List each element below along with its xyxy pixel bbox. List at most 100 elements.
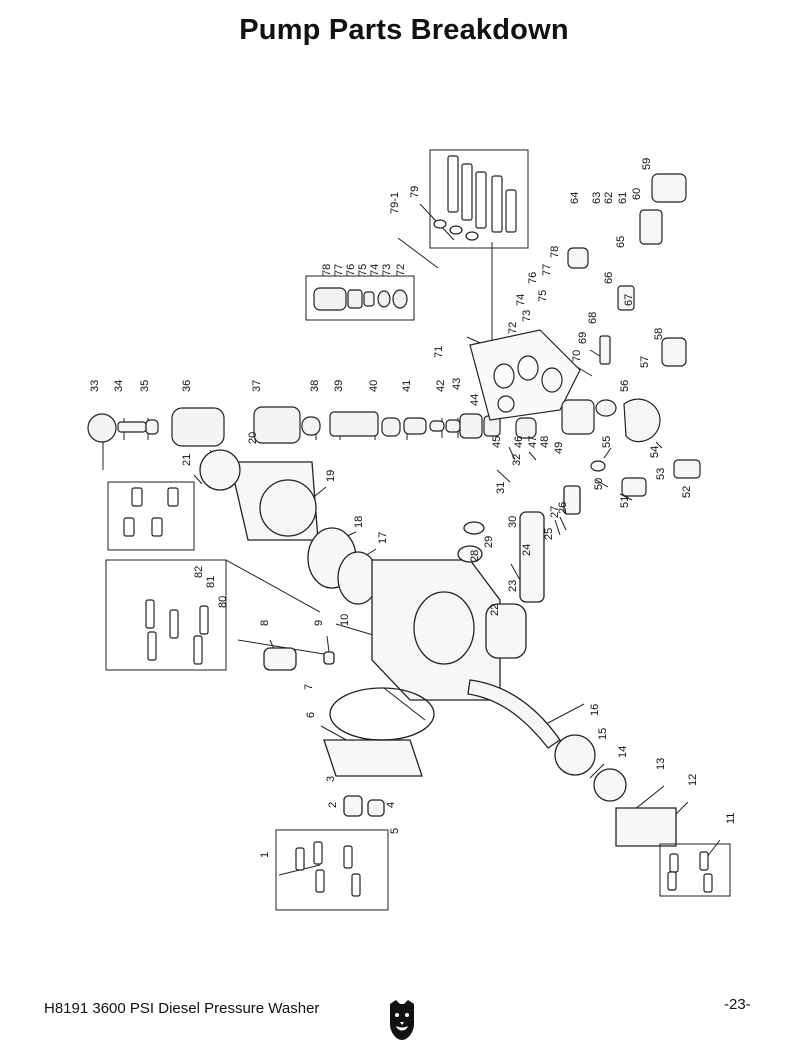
- callout: 69: [577, 332, 589, 344]
- screw-34: [117, 421, 147, 433]
- callout: 7: [303, 684, 315, 690]
- bolt-kit-box-80-82: [105, 559, 227, 671]
- callout: 24: [521, 544, 533, 556]
- callout: 12: [687, 774, 699, 786]
- callout: 77: [541, 264, 553, 276]
- o-ring-13: [593, 768, 627, 802]
- callout: 81: [205, 576, 217, 588]
- bear-logo-icon: [390, 1000, 414, 1040]
- callout: 59: [641, 158, 653, 170]
- callout: 32: [511, 454, 523, 466]
- callout: 60: [631, 188, 643, 200]
- callout: 29: [483, 536, 495, 548]
- callout: 78: [321, 264, 333, 276]
- callout: 37: [251, 380, 263, 392]
- bearing-15: [554, 734, 596, 776]
- callout: 73: [521, 310, 533, 322]
- callout: 10: [339, 614, 351, 626]
- callout: 82: [193, 566, 205, 578]
- callout: 28: [469, 550, 481, 562]
- callout: 62: [603, 192, 615, 204]
- callout: 40: [368, 380, 380, 392]
- bolt-kit-box-79: [429, 149, 529, 249]
- callout: 16: [589, 704, 601, 716]
- callout: 14: [617, 746, 629, 758]
- callout: 67: [623, 294, 635, 306]
- callout: 2: [327, 802, 339, 808]
- callout: 44: [469, 394, 481, 406]
- callout: 9: [313, 620, 325, 626]
- rear-cover-6: [323, 739, 423, 777]
- callout: 73: [381, 264, 393, 276]
- callout: 75: [357, 264, 369, 276]
- spring-39: [329, 411, 379, 437]
- callout: 11: [725, 813, 737, 824]
- callout: 75: [537, 290, 549, 302]
- callout: 21: [181, 454, 193, 466]
- callout: 46: [513, 436, 525, 448]
- callout: 30: [507, 516, 519, 528]
- callout: 35: [139, 380, 151, 392]
- sleeve-36: [171, 407, 225, 447]
- callout: 53: [655, 468, 667, 480]
- callout: 68: [587, 312, 599, 324]
- fitting-59: [651, 173, 687, 203]
- bolt-kit-box-1: [275, 829, 389, 911]
- seal-disk-33: [87, 413, 117, 443]
- callout: 1: [259, 852, 271, 858]
- callout: 65: [615, 236, 627, 248]
- callout: 54: [649, 446, 661, 458]
- callout: 74: [515, 294, 527, 306]
- connecting-rod-22: [485, 603, 527, 659]
- cover-12: [615, 807, 677, 847]
- callout: 34: [113, 380, 125, 392]
- callout: 72: [395, 264, 407, 276]
- callout: 25: [543, 528, 555, 540]
- plunger-rod-24: [519, 511, 545, 603]
- callout: 57: [639, 356, 651, 368]
- callout: 79-1: [389, 192, 401, 214]
- callout: 76: [527, 272, 539, 284]
- callout: 52: [681, 486, 693, 498]
- callout: 38: [309, 380, 321, 392]
- crankshaft-16: [467, 679, 561, 749]
- callout: 79: [409, 186, 421, 198]
- callout: 31: [495, 482, 507, 494]
- callout: 70: [571, 350, 583, 362]
- callout: 74: [369, 264, 381, 276]
- callout: 77: [333, 264, 345, 276]
- callout: 64: [569, 192, 581, 204]
- page-number: -23-: [724, 996, 751, 1013]
- callout: 26: [557, 502, 569, 514]
- callout: 27: [549, 506, 561, 518]
- callout: 4: [385, 802, 397, 808]
- callout: 3: [325, 776, 337, 782]
- callout: 41: [401, 380, 413, 392]
- callout: 18: [353, 516, 365, 528]
- tee-fitting-54: [623, 398, 661, 443]
- callout: 15: [597, 728, 609, 740]
- callout: 39: [333, 380, 345, 392]
- callout: 6: [305, 712, 317, 718]
- callout: 55: [601, 436, 613, 448]
- callout: 5: [389, 828, 401, 834]
- callout: 48: [539, 436, 551, 448]
- callout: 66: [603, 272, 615, 284]
- callout: 76: [345, 264, 357, 276]
- callout: 20: [247, 432, 259, 444]
- callout: 23: [507, 580, 519, 592]
- guide-27: [563, 485, 581, 515]
- callout: 71: [433, 346, 445, 358]
- callout: 13: [655, 758, 667, 770]
- callout: 58: [653, 328, 665, 340]
- callout: 19: [325, 470, 337, 482]
- callout: 72: [507, 322, 519, 334]
- callout: 80: [217, 596, 229, 608]
- bolt-kit-box-21: [107, 481, 195, 551]
- callout: 8: [259, 620, 271, 626]
- callout: 78: [549, 246, 561, 258]
- plunger-37: [253, 406, 301, 444]
- callout: 33: [89, 380, 101, 392]
- valve-kit-box-72-78: [305, 275, 415, 321]
- callout: 51: [619, 496, 631, 508]
